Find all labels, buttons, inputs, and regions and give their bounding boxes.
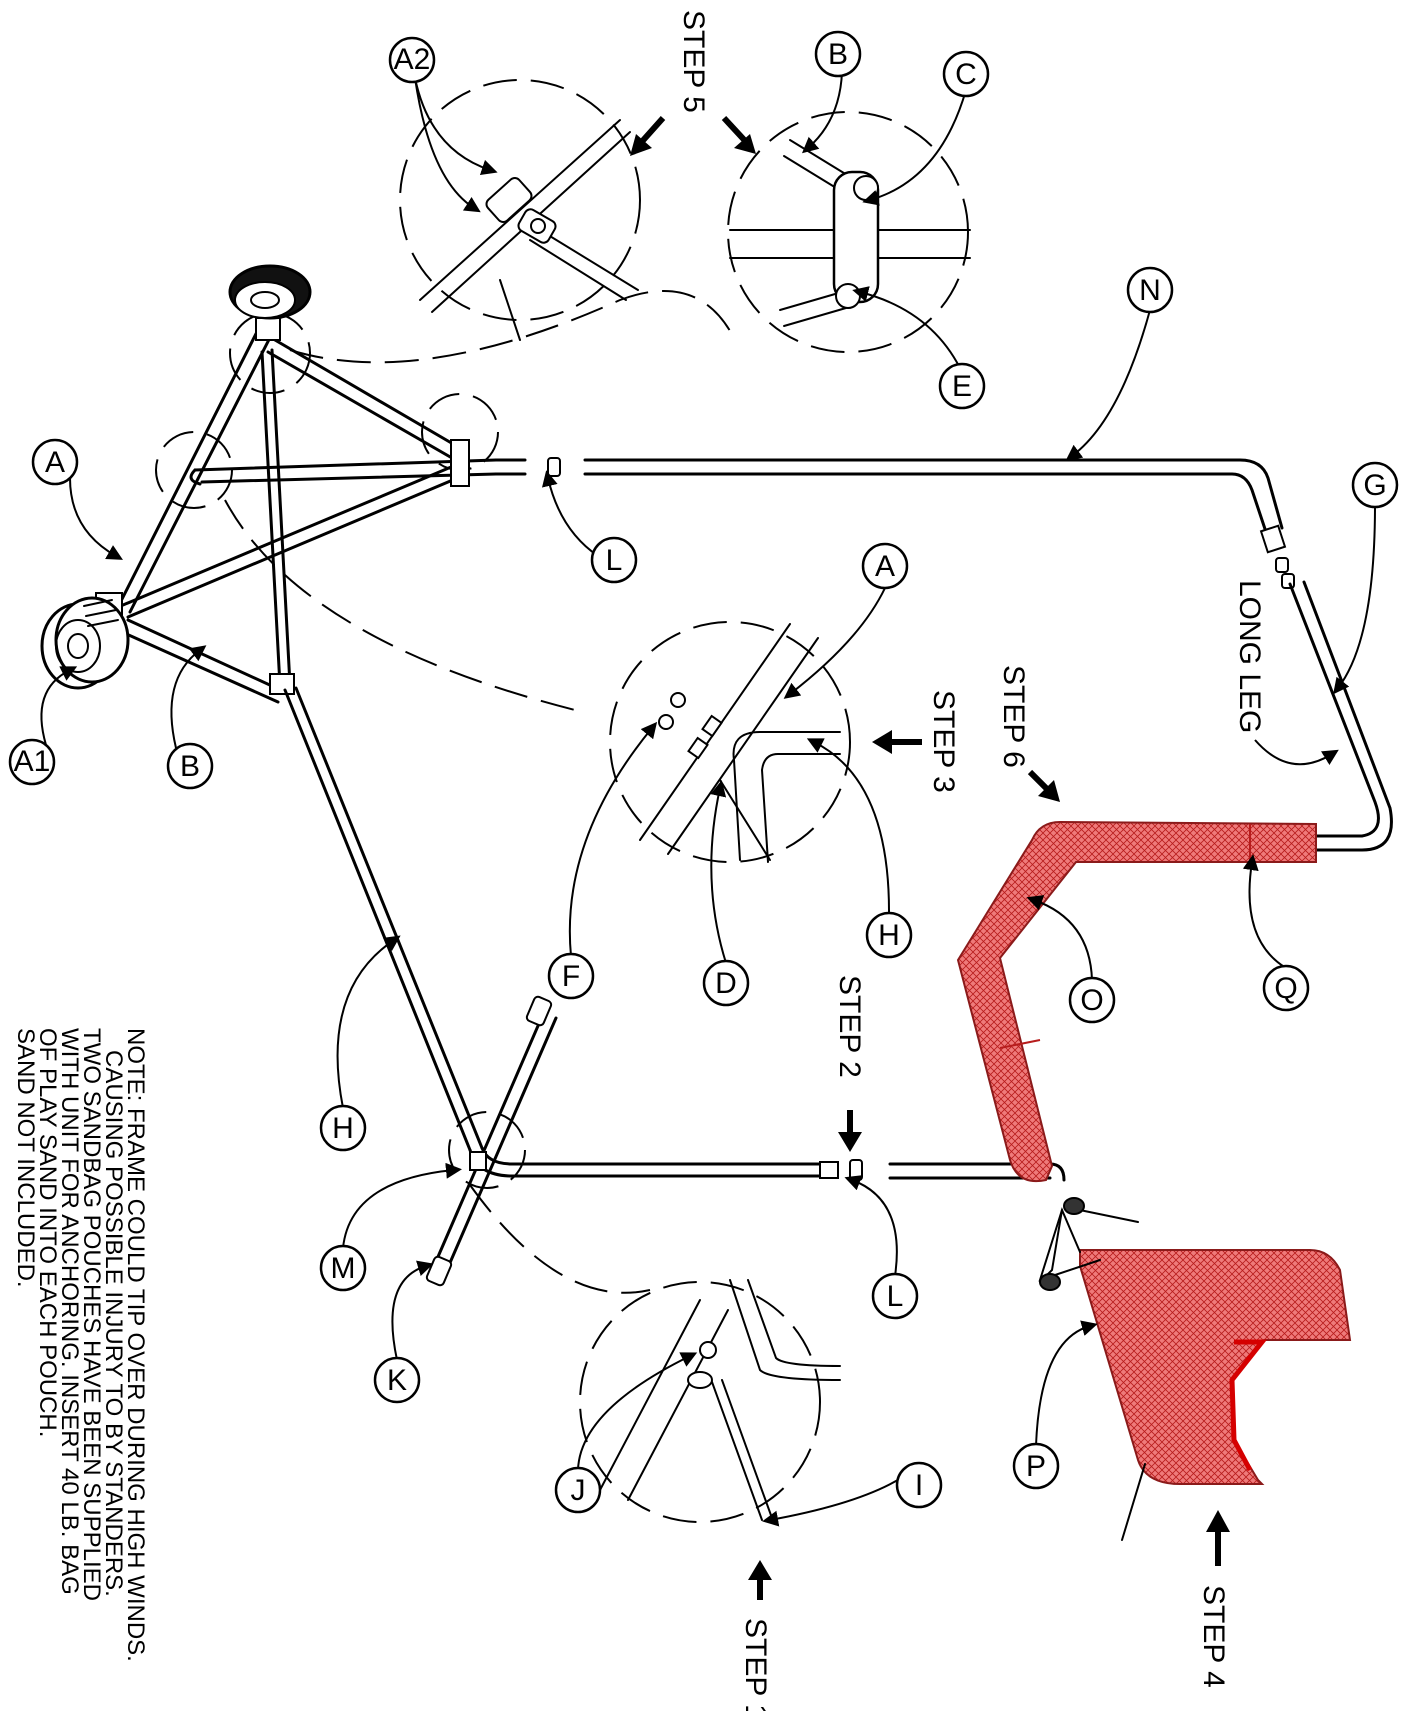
svg-text:K: K <box>387 1364 407 1397</box>
svg-text:G: G <box>1363 469 1386 502</box>
base-frame <box>95 308 498 704</box>
detail-step3 <box>639 623 841 863</box>
svg-text:Q: Q <box>1274 972 1297 1005</box>
callout-q: Q <box>1262 964 1310 1012</box>
callout-c: C <box>942 50 990 98</box>
svg-text:P: P <box>1026 1450 1046 1483</box>
svg-text:A1: A1 <box>14 745 51 778</box>
callout-l-lower: L <box>871 1272 919 1320</box>
callout-h-main: H <box>319 1104 367 1152</box>
callout-a-main: A <box>31 438 79 486</box>
leader-lines <box>40 71 1376 1527</box>
callout-e: E <box>938 362 986 410</box>
svg-text:SAND NOT INCLUDED.: SAND NOT INCLUDED. <box>12 1028 39 1288</box>
safety-note: NOTE: FRAME COULD TIP OVER DURING HIGH W… <box>12 1028 149 1662</box>
step-labels: STEP 5 STEP 3 STEP 6 LONG LEG STEP 2 STE… <box>677 10 1266 1711</box>
svg-text:C: C <box>955 58 977 91</box>
svg-text:CAUSING POSSIBLE INJURY TO BY: CAUSING POSSIBLE INJURY TO BY STANDERS. <box>100 1050 127 1597</box>
svg-text:I: I <box>915 1469 923 1502</box>
callout-d: D <box>702 959 750 1007</box>
wheel-front <box>40 596 130 690</box>
callout-i: I <box>895 1461 943 1509</box>
svg-text:NOTE: FRAME COULD TIP OVER DUR: NOTE: FRAME COULD TIP OVER DURING HIGH W… <box>122 1028 149 1662</box>
svg-text:A2: A2 <box>394 43 431 76</box>
svg-text:WITH UNIT FOR ANCHORING. INSER: WITH UNIT FOR ANCHORING. INSERT 40 LB. B… <box>56 1028 83 1595</box>
step-3-label: STEP 3 <box>927 690 960 793</box>
svg-text:F: F <box>562 960 580 993</box>
svg-text:O: O <box>1080 984 1103 1017</box>
callout-l-upper: L <box>590 536 638 584</box>
svg-text:N: N <box>1139 274 1161 307</box>
svg-text:H: H <box>332 1112 354 1145</box>
callout-f: F <box>547 952 595 1000</box>
callout-a1: A1 <box>8 738 56 786</box>
detail-step5-clamp <box>729 139 971 327</box>
svg-text:B: B <box>828 38 848 71</box>
step-6-label: STEP 6 <box>997 665 1030 768</box>
crossbar-m <box>425 995 558 1287</box>
step-4-label: STEP 4 <box>1197 1585 1230 1688</box>
svg-text:D: D <box>715 967 737 1000</box>
upper-post-n <box>494 457 1295 589</box>
svg-text:B: B <box>180 750 200 783</box>
detail-circles <box>155 79 969 1523</box>
svg-text:A: A <box>45 446 65 479</box>
callout-p: P <box>1012 1442 1060 1490</box>
assembled-goal <box>1038 1197 1352 1541</box>
svg-text:M: M <box>331 1252 356 1285</box>
svg-text:E: E <box>952 370 972 403</box>
step-5-label: STEP 5 <box>677 10 710 113</box>
callout-bubbles: A A1 B A2 B C E N L G A H D F O Q H L M … <box>8 30 1399 1514</box>
callout-m: M <box>319 1244 367 1292</box>
svg-text:L: L <box>606 544 623 577</box>
callout-k: K <box>373 1356 421 1404</box>
step-2-label: STEP 2 <box>833 975 866 1078</box>
step-arrows <box>630 115 1230 1600</box>
padding-o <box>956 820 1317 1182</box>
callout-h-detail: H <box>865 911 913 959</box>
callout-g: G <box>1351 461 1399 509</box>
detail-step5-a2 <box>419 119 639 341</box>
svg-text:TWO SANDBAG POUCHES HAVE BEEN: TWO SANDBAG POUCHES HAVE BEEN SUPPLIED <box>78 1028 105 1601</box>
svg-text:L: L <box>887 1280 904 1313</box>
callout-b-main: B <box>166 742 214 790</box>
wheel-rear <box>228 264 312 320</box>
callout-o: O <box>1068 976 1116 1024</box>
detail-step1 <box>599 1279 841 1521</box>
callout-a2: A2 <box>388 36 436 84</box>
tube-h <box>283 686 839 1179</box>
callout-b-detail: B <box>814 30 862 78</box>
svg-text:OF PLAY SAND INTO EACH POUCH.: OF PLAY SAND INTO EACH POUCH. <box>34 1028 61 1437</box>
callout-a-detail: A <box>861 542 909 590</box>
callout-n: N <box>1126 266 1174 314</box>
step-1-label: STEP 1 <box>739 1618 772 1711</box>
svg-text:H: H <box>878 919 900 952</box>
svg-text:A: A <box>875 550 895 583</box>
callout-j: J <box>554 1466 602 1514</box>
svg-text:J: J <box>571 1474 586 1507</box>
long-leg-g <box>1288 580 1393 852</box>
long-leg-label: LONG LEG <box>1233 580 1266 733</box>
